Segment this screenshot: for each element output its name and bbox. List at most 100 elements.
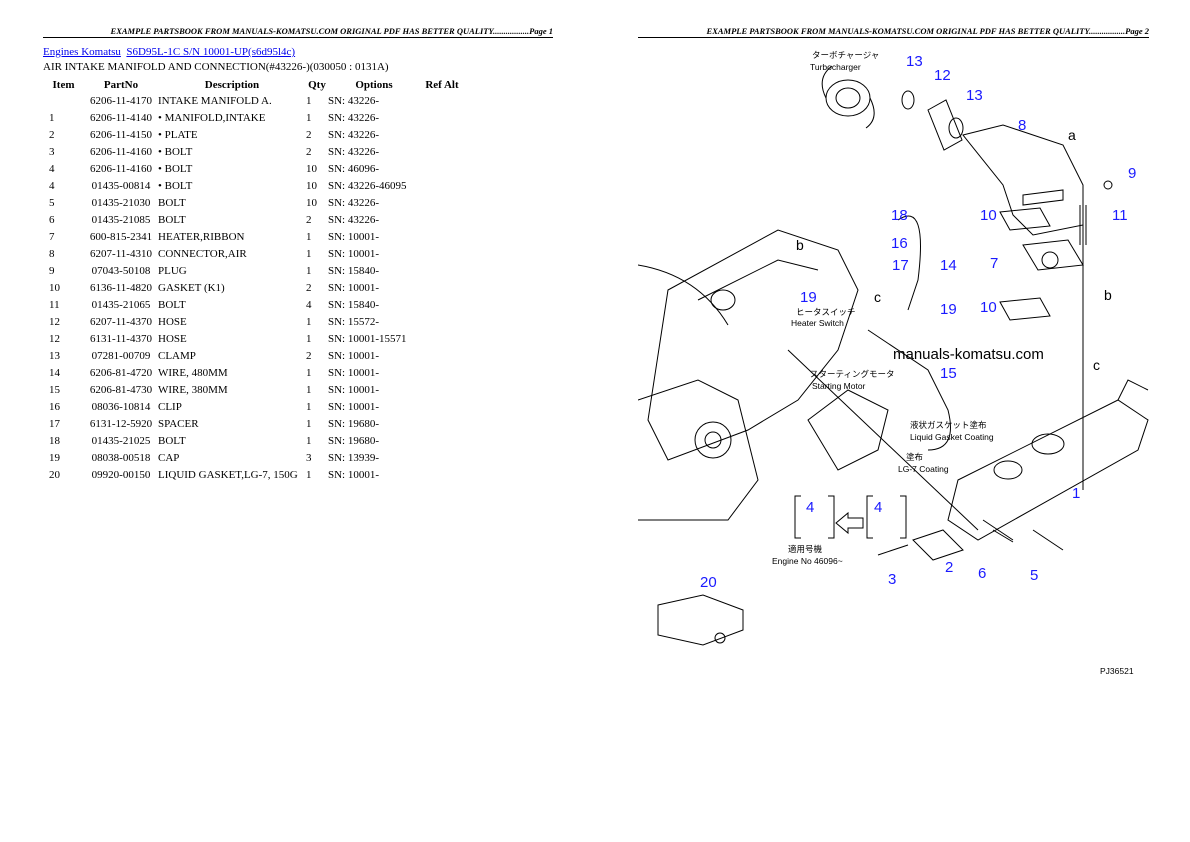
- cell-partno: 6206-11-4140: [90, 111, 152, 124]
- cell-options: SN: 15840-: [328, 264, 380, 277]
- cell-description: GASKET (K1): [158, 281, 225, 294]
- label-engine-jp: 適用号機: [788, 544, 823, 554]
- callout-numbers: 13 12 13 8 9 10 11 7 10 18 16 17 14 19 1…: [700, 53, 1136, 591]
- cell-item: 20: [49, 468, 60, 481]
- col-header-description: Description: [204, 78, 260, 91]
- callout-3: 3: [888, 571, 896, 588]
- cell-partno: 01435-21030: [91, 196, 151, 209]
- cell-ref-alt: [420, 296, 464, 313]
- cell-qty: 2: [306, 128, 312, 141]
- breadcrumb-link-model[interactable]: S6D95L-1C S/N 10001-UP(s6d95l4c): [126, 46, 296, 58]
- cell-ref-alt: [420, 415, 464, 432]
- cell-options: SN: 10001-: [328, 247, 380, 260]
- cell-qty: 10: [306, 196, 317, 209]
- callout-19: 19: [940, 301, 957, 318]
- cell-qty: 1: [306, 400, 312, 413]
- cell-item: 7: [49, 230, 55, 243]
- cell-ref-alt: [420, 194, 464, 211]
- cell-partno: 6206-81-4720: [89, 366, 153, 379]
- cell-qty: 1: [306, 264, 312, 277]
- bolt-detail-old: [794, 495, 835, 539]
- callout-8: 8: [1018, 117, 1026, 134]
- ribbon-heater-drawing: [1022, 239, 1084, 271]
- cell-ref-alt: [420, 109, 464, 126]
- cell-partno: 6206-11-4150: [90, 128, 152, 141]
- cell-description: WIRE, 380MM: [158, 383, 228, 396]
- cell-partno: 01435-21025: [91, 434, 151, 447]
- label-turbocharger: Turbocharger: [810, 62, 861, 72]
- cell-qty: 2: [306, 281, 312, 294]
- cell-ref-alt: [420, 347, 464, 364]
- cell-item: 4: [49, 162, 55, 175]
- cell-description: CONNECTOR,AIR: [158, 247, 247, 260]
- cell-description: HEATER,RIBBON: [158, 230, 245, 243]
- liquid-gasket-tube-drawing: [657, 594, 744, 646]
- cell-qty: 1: [306, 417, 312, 430]
- cell-item: [43, 92, 84, 109]
- cell-ref-alt: [420, 398, 464, 415]
- cell-ref-alt: [420, 279, 464, 296]
- breadcrumb-link-engines[interactable]: Engines Komatsu: [43, 46, 121, 58]
- cell-options: SN: 10001-: [328, 383, 380, 396]
- cell-partno: 6207-11-4310: [90, 247, 152, 260]
- cell-ref-alt: [420, 126, 464, 143]
- cell-description: • BOLT: [158, 179, 193, 192]
- cell-ref-alt: [420, 143, 464, 160]
- cell-description: BOLT: [158, 196, 186, 209]
- cell-options: SN: 10001-: [328, 230, 380, 243]
- cell-options: SN: 43226-: [328, 111, 380, 124]
- cell-qty: 1: [306, 111, 312, 124]
- cell-item: 12: [49, 332, 60, 345]
- callout-13: 13: [906, 53, 923, 70]
- cell-description: HOSE: [158, 332, 187, 345]
- callout-9: 9: [1128, 165, 1136, 182]
- cell-item: 1: [49, 111, 55, 124]
- cell-options: SN: 10001-: [328, 349, 380, 362]
- cell-options: SN: 43226-: [328, 94, 380, 107]
- letter-c: c: [1093, 357, 1100, 373]
- cell-partno: 08038-00518: [91, 451, 151, 464]
- label-engine-no: Engine No 46096~: [772, 556, 843, 566]
- col-header-partno: PartNo: [103, 78, 139, 91]
- cell-item: 16: [49, 400, 60, 413]
- cell-description: CLIP: [158, 400, 182, 413]
- cell-item: 10: [49, 281, 60, 294]
- callout-7: 7: [990, 255, 998, 272]
- cell-options: SN: 43226-: [328, 196, 380, 209]
- label-gasket-jp: 液状ガスケット塗布: [910, 420, 987, 430]
- cell-options: SN: 10001-: [328, 400, 380, 413]
- cell-description: HOSE: [158, 315, 187, 328]
- cell-description: BOLT: [158, 434, 186, 447]
- cell-qty: 1: [306, 247, 312, 260]
- letter-c: c: [874, 289, 881, 305]
- cell-qty: 1: [306, 383, 312, 396]
- cell-item: 5: [49, 196, 55, 209]
- callout-15: 15: [940, 365, 957, 382]
- cell-item: 13: [49, 349, 60, 362]
- cell-partno: 01435-21085: [91, 213, 151, 226]
- cell-qty: 2: [306, 213, 312, 226]
- cell-description: CAP: [158, 451, 180, 464]
- cell-description: • PLATE: [158, 128, 198, 141]
- label-lg7-coating: LG-7 Coating: [898, 464, 949, 474]
- cell-qty: 10: [306, 162, 317, 175]
- col-header-qty: Qty: [308, 78, 326, 91]
- callout-20: 20: [700, 574, 717, 591]
- cell-partno: 01435-21065: [91, 298, 151, 311]
- callout-19: 19: [800, 289, 817, 306]
- cell-ref-alt: [420, 449, 464, 466]
- section-title: AIR INTAKE MANIFOLD AND CONNECTION(#4322…: [43, 61, 389, 73]
- callout-13: 13: [966, 87, 983, 104]
- label-heater-jp: ヒータスイッチ: [796, 307, 856, 317]
- cell-ref-alt: [420, 466, 464, 483]
- cell-ref-alt: [420, 381, 464, 398]
- cell-item: 8: [49, 247, 55, 260]
- col-header-item: Item: [52, 78, 75, 91]
- cell-partno: 6207-11-4370: [90, 315, 152, 328]
